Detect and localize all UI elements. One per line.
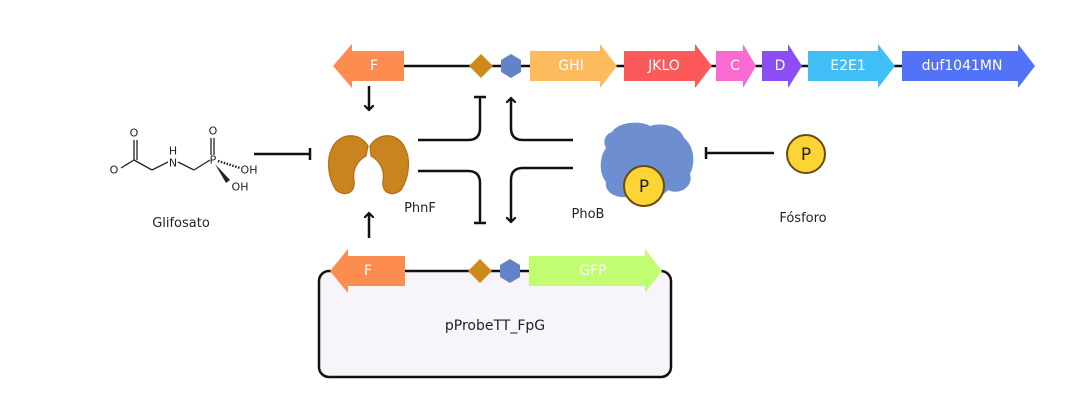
gene-arrow <box>529 249 662 293</box>
atom-label: H <box>169 145 177 158</box>
gene-label: GFP <box>579 263 606 279</box>
atom-label: P <box>210 154 217 167</box>
plasmid: F GFP pProbeTT_FpG <box>317 249 673 379</box>
atom-label: O <box>130 127 139 140</box>
promoter-hexagon-icon <box>500 259 520 283</box>
operator-diamond-icon <box>468 259 492 283</box>
plasmid-box <box>317 269 673 379</box>
gene-arrow <box>902 44 1035 88</box>
atom-label: N <box>169 157 177 170</box>
atom-label: O <box>209 125 218 138</box>
plasmid-name: pProbeTT_FpG <box>445 318 545 334</box>
phnf-protein-icon <box>327 135 410 195</box>
gene-D: D <box>762 44 802 88</box>
gene-label: duf1041MN <box>922 58 1003 74</box>
gene-duf1041MN: duf1041MN <box>902 44 1035 88</box>
gene-label: E2E1 <box>830 58 866 74</box>
gene-arrow <box>716 44 756 88</box>
activation-line-top <box>511 98 573 142</box>
phnf-label: PhnF <box>404 201 436 216</box>
atom-label: OH <box>232 181 249 194</box>
gene-label: F <box>370 58 378 74</box>
phosphorus-label: Fósforo <box>779 211 826 226</box>
gene-label: C <box>730 58 740 74</box>
gene-E2E1: E2E1 <box>808 44 895 88</box>
phosphorus-icon: P <box>786 134 826 174</box>
gene-label: JKLO <box>647 58 680 74</box>
gene-arrow <box>530 44 617 88</box>
phob-protein-icon: P <box>600 122 694 207</box>
plasmid-gene-GFP: GFP <box>529 249 662 293</box>
gene-label: D <box>775 58 786 74</box>
gene-C: C <box>716 44 756 88</box>
bound-phosphate-label: P <box>639 177 649 197</box>
bound-phosphate-icon <box>623 165 665 207</box>
gene-arrow <box>624 44 712 88</box>
atom-label: O <box>110 164 119 177</box>
gene-F: F <box>333 44 404 88</box>
gene-GHI: GHI <box>530 44 617 88</box>
atom-label: OH <box>241 164 258 177</box>
gene-label: GHI <box>558 58 584 74</box>
glyphosate-label: Glifosato <box>152 216 210 231</box>
activation-line-bottom <box>511 166 573 222</box>
operon: F GHI JKLO C D E2E1 duf1041MN <box>333 44 1035 88</box>
gene-arrow <box>808 44 895 88</box>
gene-label: F <box>364 263 372 279</box>
operator-diamond-icon <box>469 54 493 78</box>
plasmid-gene-F: F <box>330 249 405 293</box>
gene-arrow <box>762 44 802 88</box>
gene-arrow <box>333 44 404 88</box>
glyphosate-structure-icon <box>120 138 241 183</box>
phob-label: PhoB <box>572 207 605 222</box>
promoter-hexagon-icon <box>501 54 521 78</box>
phosphorus-symbol: P <box>801 145 811 165</box>
gene-arrow <box>330 249 405 293</box>
repression-line-bottom <box>418 169 482 223</box>
gene-JKLO: JKLO <box>624 44 712 88</box>
repression-line-top <box>418 97 482 142</box>
